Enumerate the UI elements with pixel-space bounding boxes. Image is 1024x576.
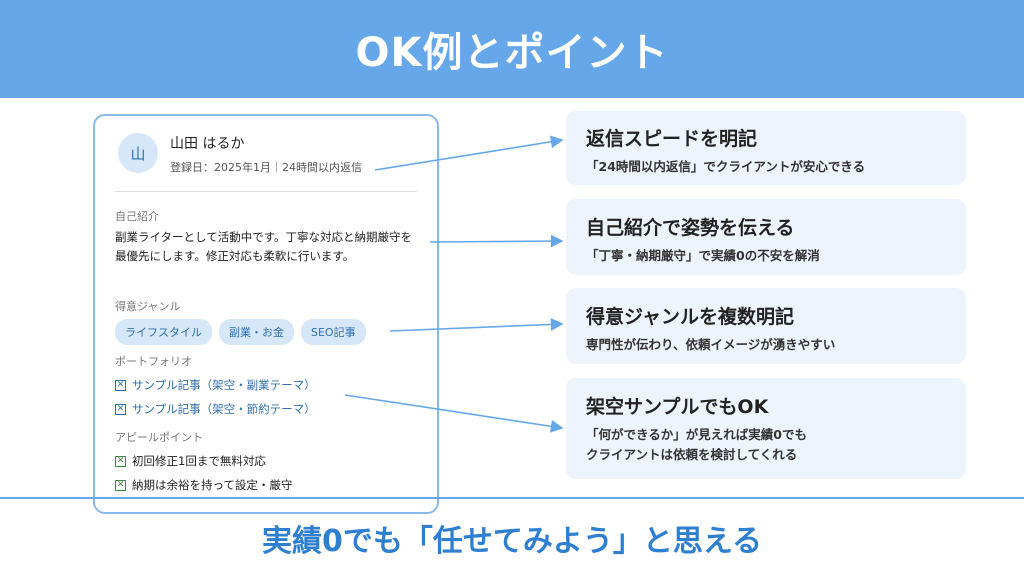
genre-tag[interactable]: 副業・お金: [219, 319, 294, 345]
point-box: 返信スピードを明記 「24時間以内返信」でクライアントが安心できる: [566, 111, 966, 185]
arrow-reply-speed: [374, 135, 564, 171]
genre-tag[interactable]: ライフスタイル: [115, 319, 212, 345]
profile-name: 山田 はるか: [170, 136, 245, 152]
point-title: 自己紹介で姿勢を伝える: [586, 217, 795, 239]
profile-card: 山 山田 はるか 登録日：2025年1月｜24時間以内返信 自己紹介 副業ライタ…: [93, 114, 439, 514]
point-title: 返信スピードを明記: [586, 128, 758, 150]
portfolio-link-label: サンプル記事（架空・節約テーマ）: [132, 402, 316, 416]
point-desc: 「24時間以内返信」でクライアントが安心できる: [586, 159, 866, 174]
header-banner: OK例とポイント: [0, 0, 1024, 98]
avatar: 山: [118, 133, 158, 173]
arrow-genre: [389, 318, 564, 332]
checkbox-icon: ✕: [115, 455, 126, 467]
appeal-item: ✕ 初回修正1回まで無料対応: [115, 453, 266, 469]
point-title: 得意ジャンルを複数明記: [586, 306, 795, 328]
point-desc: クライアントは依頼を検討してくれる: [586, 447, 798, 462]
genre-label: 得意ジャンル: [115, 300, 181, 313]
point-box: 自己紹介で姿勢を伝える 「丁寧・納期厳守」で実績0の不安を解消: [566, 199, 966, 275]
genre-tag[interactable]: SEO記事: [301, 319, 366, 345]
footer-banner: 実績0でも「任せてみよう」と思える: [0, 500, 1024, 576]
point-desc: 「丁寧・納期厳守」で実績0の不安を解消: [586, 248, 820, 263]
image-placeholder-icon: ✕: [115, 403, 126, 415]
appeal-item-label: 初回修正1回まで無料対応: [132, 454, 266, 468]
page-title: OK例とポイント: [355, 30, 669, 76]
image-placeholder-icon: ✕: [115, 379, 126, 391]
divider: [115, 191, 417, 192]
point-desc: 専門性が伝わり、依頼イメージが湧きやすい: [586, 337, 836, 352]
point-desc: 「何ができるか」が見えれば実績0でも: [586, 427, 807, 442]
point-box: 架空サンプルでもOK 「何ができるか」が見えれば実績0でも クライアントは依頼を…: [566, 378, 966, 479]
portfolio-link-label: サンプル記事（架空・副業テーマ）: [132, 378, 316, 392]
point-box: 得意ジャンルを複数明記 専門性が伝わり、依頼イメージが湧きやすい: [566, 288, 966, 364]
arrow-intro: [429, 234, 564, 248]
checkbox-icon: ✕: [115, 479, 126, 491]
appeal-label: アピールポイント: [115, 431, 203, 444]
genre-tags: ライフスタイル 副業・お金 SEO記事: [115, 319, 366, 345]
appeal-item: ✕ 納期は余裕を持って設定・厳守: [115, 477, 292, 493]
point-title: 架空サンプルでもOK: [586, 396, 769, 418]
intro-text: 副業ライターとして活動中です。丁寧な対応と納期厳守を最優先にします。修正対応も柔…: [115, 230, 413, 263]
portfolio-link[interactable]: ✕ サンプル記事（架空・副業テーマ）: [115, 377, 316, 393]
portfolio-label: ポートフォリオ: [115, 355, 192, 368]
arrow-portfolio: [344, 394, 564, 433]
appeal-item-label: 納期は余裕を持って設定・厳守: [132, 478, 293, 492]
intro-label: 自己紹介: [115, 210, 159, 223]
footer-message: 実績0でも「任せてみよう」と思える: [262, 524, 762, 559]
portfolio-link[interactable]: ✕ サンプル記事（架空・節約テーマ）: [115, 401, 316, 417]
footer-divider: [0, 497, 1024, 499]
profile-meta: 登録日：2025年1月｜24時間以内返信: [170, 161, 362, 174]
